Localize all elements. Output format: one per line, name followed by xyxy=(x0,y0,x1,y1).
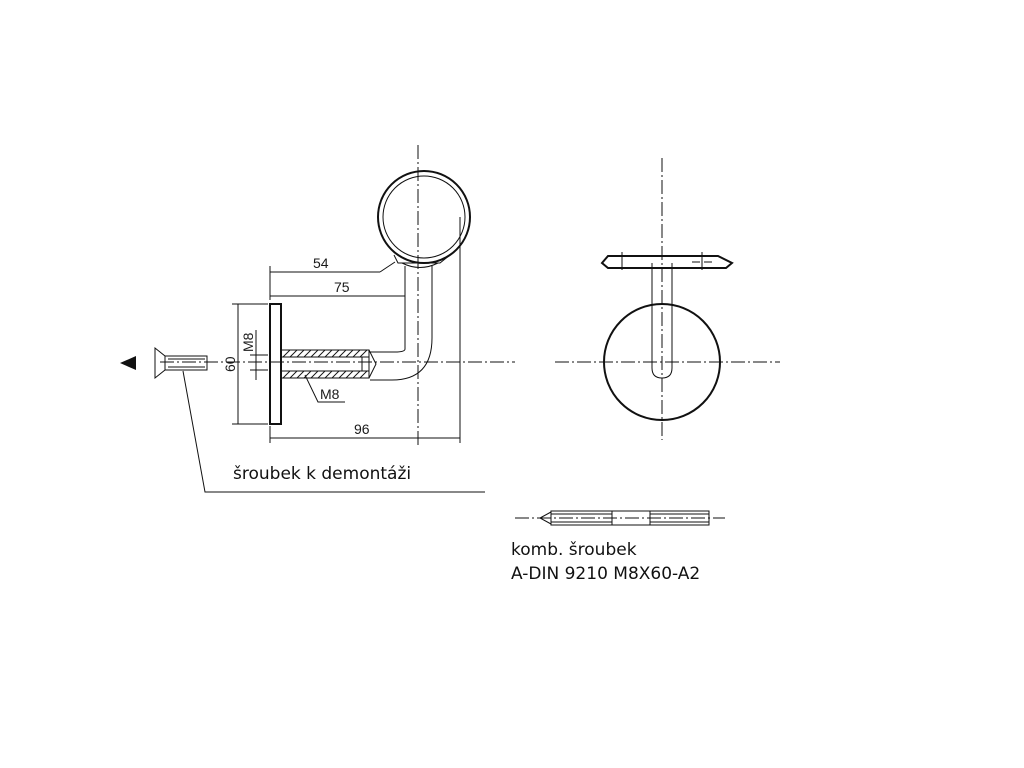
rod-outer-line xyxy=(370,266,433,381)
handrail-inner-circle xyxy=(382,175,466,259)
dim-60-label: 60 xyxy=(222,356,238,372)
saddle-top-plate xyxy=(600,255,734,269)
rod-front xyxy=(651,263,673,379)
screw-shank xyxy=(164,355,208,371)
removal-screw xyxy=(120,346,208,380)
screw-body xyxy=(550,510,710,526)
dim-75-label: 75 xyxy=(334,279,350,295)
saddle-curve xyxy=(401,262,439,268)
rod-inner-line xyxy=(370,266,406,353)
handrail-outer-circle xyxy=(377,170,471,264)
combo-screw-note-line1: komb. šroubek xyxy=(511,540,637,560)
dim-54-label: 54 xyxy=(313,255,329,271)
m8-leader xyxy=(304,374,345,403)
sleeve-tip xyxy=(368,349,377,379)
arrow-left-icon xyxy=(120,356,136,370)
side-view: 54 75 96 60 M8 M8 šroubek k d xyxy=(120,145,515,493)
screw-head xyxy=(154,346,166,380)
saddle xyxy=(393,254,451,264)
dim-m8-thread-label: M8 xyxy=(320,386,340,402)
combo-screw-note-line2: A-DIN 9210 M8X60-A2 xyxy=(511,564,700,584)
round-wall-plate xyxy=(603,303,721,421)
removal-screw-note: šroubek k demontáži xyxy=(233,464,411,484)
removal-screw-leader xyxy=(182,370,485,493)
dim-m8-vertical-label: M8 xyxy=(240,332,256,352)
wall-plate xyxy=(269,303,282,425)
front-view xyxy=(555,158,780,440)
sleeve-hatching xyxy=(281,349,369,379)
dim-96-label: 96 xyxy=(354,421,370,437)
combination-screw: komb. šroubek A-DIN 9210 M8X60-A2 xyxy=(511,510,725,584)
